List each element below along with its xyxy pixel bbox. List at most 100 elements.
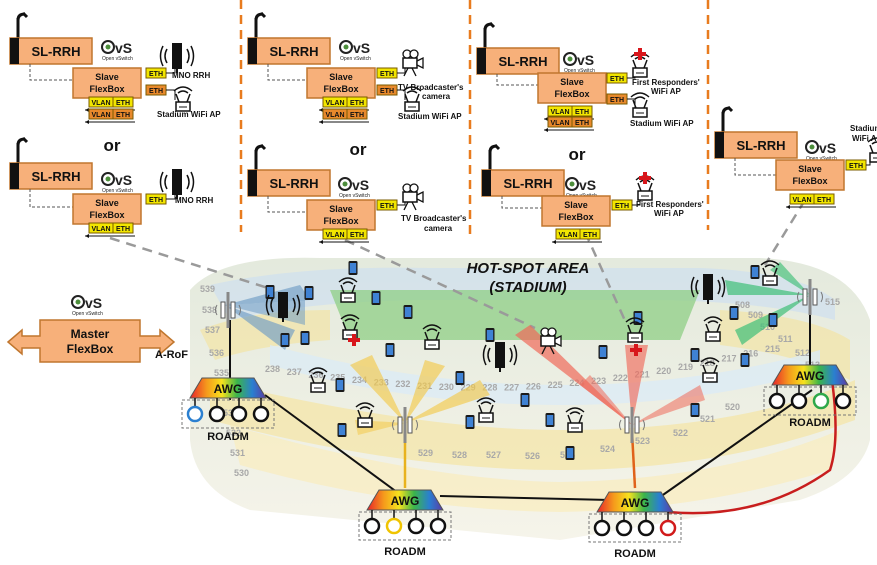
svg-text:FlexBox: FlexBox [67,342,114,356]
awg-label: AWG [796,369,825,383]
svg-text:ETH: ETH [116,226,130,233]
mno-rrh-label: MNO RRH [172,71,210,80]
phone-icon [348,261,358,275]
phone-icon [750,265,760,279]
flexbox-label: FlexBox [558,212,593,222]
stadium-wifi-label: Stadium WiFi AP [630,119,694,128]
section-number: 237 [287,367,302,377]
flexbox-label: FlexBox [792,176,827,186]
section-number: 508 [735,300,750,310]
eth-tag: ETH [346,108,368,120]
slave-label: Slave [564,200,588,210]
ovs-logo [101,171,135,195]
flexbox-label: FlexBox [89,210,124,220]
eth-tag: ETH [112,96,134,108]
phone-icon [520,393,530,407]
eth-tag: ETH [611,199,633,211]
phone-icon [280,333,290,347]
wifi-ap-icon [630,92,650,118]
awg-block [366,489,444,511]
port-circle [208,405,226,423]
section-number: 235 [330,373,345,383]
or-label-1: or [104,136,121,155]
slave-flexbox-box [72,193,142,225]
svg-text:ETH: ETH [350,232,364,239]
phone-icon [403,305,413,319]
phone-icon [455,371,465,385]
svg-text:VLAN: VLAN [550,120,569,127]
first-responders-wifi-label: WiFi AP [651,87,682,96]
svg-text:ETH: ETH [610,76,624,83]
or-label-2: or [350,140,367,159]
svg-text:ETH: ETH [380,88,394,95]
phone-icon [690,403,700,417]
vlan-tag: VLAN [88,108,114,120]
port-circle [615,519,633,537]
awg-label: AWG [621,496,650,510]
svg-text:ETH: ETH [350,112,364,119]
eth-tag: ETH [376,84,398,96]
eth-tag: ETH [145,84,167,96]
vlan-tag: VLAN [88,96,114,108]
sl-rrh-label: SL-RRH [269,176,318,191]
port-circle [812,392,830,410]
ovs-logo [101,39,135,63]
section-number: 520 [725,402,740,412]
sl-rrh-label: SL-RRH [503,176,552,191]
section-number: 236 [308,370,323,380]
section-number: 219 [678,362,693,372]
port-circle [593,519,611,537]
svg-text:ETH: ETH [849,163,863,170]
section-number: 238 [265,364,280,374]
svg-text:VLAN: VLAN [325,100,344,107]
section-number: 227 [504,382,519,392]
phone-icon [768,313,778,327]
camera-label: camera [422,92,451,101]
phone-icon [545,413,555,427]
port-circle [252,405,270,423]
section-number: 529 [418,448,433,458]
eth-tag: ETH [376,199,398,211]
or-label-3: or [569,145,586,164]
eth-tag: ETH [376,67,398,79]
section-number: 512 [795,348,810,358]
port-circle [385,517,403,535]
phone-icon [690,348,700,362]
roadm-box [763,386,857,416]
port-circle [637,519,655,537]
section-number: 528 [452,450,467,460]
eth-tag: ETH [112,222,134,234]
eth-tag: ETH [346,96,368,108]
slave-label: Slave [560,77,584,87]
section-number: 215 [765,344,780,354]
panel2-rrh-bottom: SL-RRH [247,143,331,197]
section-number: 224 [569,378,584,388]
section-number: 225 [548,380,563,390]
svg-text:ETH: ETH [116,112,130,119]
eth-tag: ETH [346,228,368,240]
mno-rrh-label: MNO RRH [175,196,213,205]
camera-icon [402,183,424,211]
roadm-box [588,513,682,543]
svg-text:ETH: ETH [149,71,163,78]
section-number: 531 [230,448,245,458]
slave-flexbox-box [72,67,142,99]
phone-icon [335,378,345,392]
eth-tag: ETH [606,93,628,105]
first-responders-label: First Responders' [632,78,700,87]
eth-tag: ETH [813,193,835,205]
port-circle [363,517,381,535]
svg-text:VLAN: VLAN [325,112,344,119]
port-circle [659,519,677,537]
panel3-rrh-bottom: SL-RRH [481,143,565,197]
slave-label: Slave [95,72,119,82]
slave-flexbox-box [775,159,845,191]
section-number: 216 [743,349,758,359]
stadium-wifi-label: Stadium WiFi AP [157,110,221,119]
